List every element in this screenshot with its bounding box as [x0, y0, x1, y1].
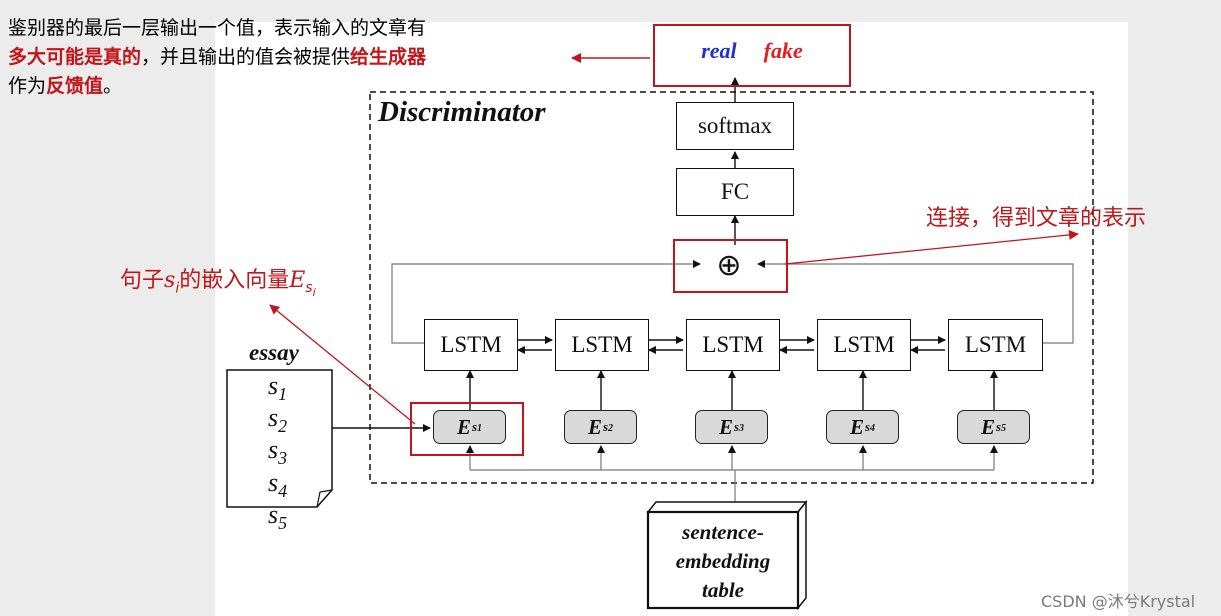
concat-symbol: ⊕	[716, 248, 742, 283]
output-labels: real fake	[653, 38, 851, 64]
fc-box: FC	[676, 168, 794, 216]
discriminator-label: Discriminator	[378, 96, 546, 128]
annotation-top: 鉴别器的最后一层输出一个值，表示输入的文章有 多大可能是真的，并且输出的值会被提…	[8, 17, 427, 97]
lstm-box-2: LSTM	[555, 319, 649, 371]
embedding-table-label: sentence- embedding table	[675, 520, 771, 602]
real-label: real	[701, 38, 737, 63]
essay-sentence-1: s1	[268, 371, 288, 405]
annotation-left: 句子si的嵌入向量Esi	[120, 268, 316, 300]
lstm-box-1: LSTM	[424, 319, 518, 371]
lstm-box-3: LSTM	[686, 319, 780, 371]
lstm-box-4: LSTM	[817, 319, 911, 371]
essay-sentence-2: s2	[268, 403, 288, 437]
annotation-right: 连接，得到文章的表示	[926, 206, 1147, 231]
essay-sentence-5: s5	[268, 499, 288, 533]
softmax-box: softmax	[676, 102, 794, 150]
discriminator-frame	[369, 91, 1094, 484]
essay-sentence-3: s3	[268, 435, 288, 469]
essay-title: essay	[249, 340, 299, 365]
embedding-highlight-box	[410, 402, 524, 456]
fake-label: fake	[763, 38, 803, 63]
concat-highlight-box	[673, 239, 788, 293]
watermark: CSDN @沐兮Krystal	[1041, 592, 1196, 611]
lstm-box-5: LSTM	[948, 319, 1043, 371]
output-highlight-box	[653, 24, 851, 87]
essay-sentence-4: s4	[268, 467, 288, 501]
embedding-table	[646, 510, 800, 610]
essay-document	[226, 369, 333, 508]
essay-sentence-list: s1 s2 s3 s4 s5	[268, 371, 288, 535]
